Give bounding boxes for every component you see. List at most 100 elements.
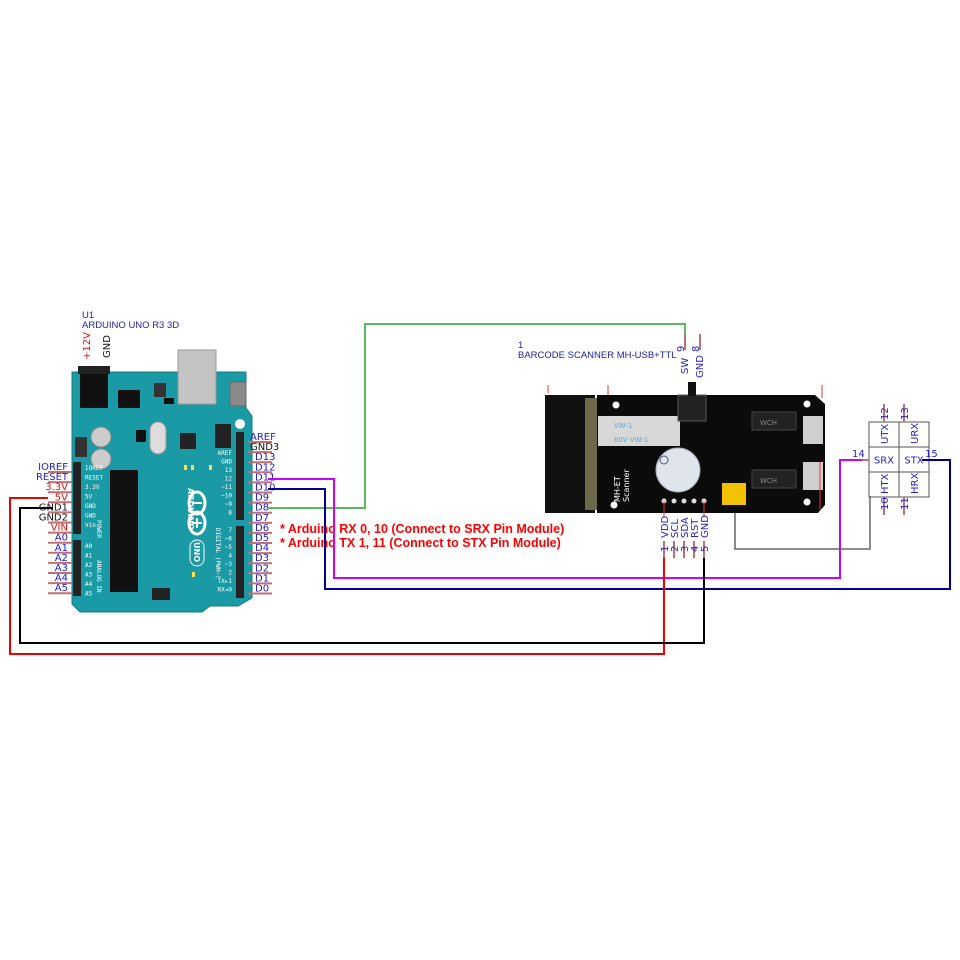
cell-hrx	[898, 471, 930, 498]
silk-analog-pin: A1	[85, 553, 93, 560]
atmega-chip	[110, 470, 138, 592]
analog-header	[73, 540, 81, 596]
silk-power-pin: IOREF	[85, 465, 103, 472]
arduino-uno-component[interactable]: U1 ARDUINO UNO R3 3D +12V GND	[36, 310, 279, 613]
pin-num-14: 14	[852, 449, 865, 460]
note-tx: * Arduino TX 1, 11 (Connect to STX Pin M…	[280, 536, 561, 550]
pin-label-d6: D6	[255, 523, 269, 534]
mount-hole	[235, 419, 245, 429]
micro-usb-1	[803, 416, 823, 444]
silk-analog-pin: A3	[85, 572, 93, 579]
silk-power-pin: 3.3V	[85, 484, 100, 491]
pin-label-d11: D11	[255, 472, 275, 483]
pin-label-vdd: VDD	[660, 515, 671, 538]
silk-digital-pin: ~9	[225, 501, 233, 508]
jumper	[722, 483, 746, 505]
pin-label-aref: AREF	[250, 432, 276, 443]
cell-stx	[898, 446, 930, 473]
reset-button	[229, 381, 247, 407]
pin-label-d10: D10	[255, 483, 275, 494]
pin-label-gnd2: GND2	[39, 513, 68, 524]
mount-hole	[803, 400, 811, 408]
wire-scanner-block[interactable]	[734, 496, 871, 550]
chip-label: WCH	[760, 477, 777, 485]
silk-analog-pin: A0	[85, 543, 93, 550]
pin-num-3: 3	[680, 546, 691, 552]
silk-analog-pin: A4	[85, 581, 93, 588]
pin-label-d4: D4	[255, 543, 269, 554]
scanner-silk-brand: MH-ET	[613, 476, 622, 502]
digital-header-bottom	[236, 526, 244, 598]
pin-num-15: 15	[925, 449, 938, 460]
led-tx	[191, 465, 194, 470]
pin-label-d9: D9	[255, 493, 269, 504]
silk-analog-pin: A5	[85, 591, 93, 598]
pin-num-2: 2	[670, 546, 681, 552]
mount-hole	[803, 498, 811, 506]
silk-digital-pin: ~3	[225, 561, 233, 568]
pin-num-10: 10	[880, 497, 891, 510]
pin-label-gnd3: GND3	[250, 442, 279, 453]
pin-label-a1: A1	[55, 543, 68, 554]
usb-chip	[180, 433, 196, 449]
scanner-switch	[677, 394, 707, 422]
regulator-chip	[118, 390, 140, 408]
pin-label-gnd: GND	[700, 515, 711, 538]
pin-label-gnd1: GND1	[39, 502, 68, 513]
pin-label-sda: SDA	[680, 517, 691, 538]
label-utx: UTX	[880, 424, 891, 444]
silk-power-pin: GND	[85, 513, 96, 520]
silk-power-pin: 5V	[85, 494, 93, 501]
label-hrx: HRX	[910, 473, 921, 494]
pin-label-d12: D12	[255, 462, 275, 473]
label-srx: SRX	[874, 456, 894, 467]
icsp-header-bottom	[152, 588, 170, 600]
led-on	[192, 572, 195, 577]
wire-5v-vdd[interactable]	[9, 497, 665, 655]
silk-power-pin: GND	[85, 503, 96, 510]
pin-label-rst: RST	[690, 518, 701, 538]
silk-digital-pin: ~6	[225, 536, 233, 543]
barcode-scanner-component[interactable]: 1 BARCODE SCANNER MH-USB+TTL 9 8 SW GND …	[518, 326, 825, 558]
cell-htx	[868, 471, 900, 498]
arduino-name: ARDUINO UNO R3 3D	[82, 320, 179, 331]
pin-num-12: 12	[880, 407, 891, 420]
silk-digital-pin: 12	[225, 476, 233, 483]
power-header	[73, 462, 81, 534]
ribbon-text-2: 60V VW-1	[614, 436, 648, 444]
silk-brand: ARDUINO	[186, 488, 195, 530]
arduino-logo-icon	[187, 490, 207, 536]
silk-digital-pin: ~5	[225, 544, 233, 551]
pin-label-scl: SCL	[670, 519, 681, 538]
pin-label-a3: A3	[55, 563, 68, 574]
pin-label-12v: +12V	[82, 332, 93, 360]
wire-d11-srx[interactable]	[268, 459, 862, 579]
silk-digital-pin: ~11	[221, 484, 232, 491]
pin-label-d13: D13	[255, 452, 275, 463]
wch-chip-1	[751, 411, 797, 431]
micro-usb-2	[803, 462, 823, 490]
smd-part	[164, 398, 174, 404]
pin-num-8: 8	[691, 346, 702, 352]
power-jack-top	[78, 366, 110, 374]
digital-header-top	[236, 432, 244, 520]
silk-digital-label: DIGITAL (PWM~)	[214, 528, 221, 579]
silk-analog-label: ANALOG IN	[95, 560, 102, 593]
capacitor	[90, 426, 112, 448]
capacitor	[90, 448, 112, 470]
switch-actuator	[688, 382, 696, 396]
mount-hole	[612, 401, 620, 409]
pin-label-ioref: IOREF	[38, 462, 68, 473]
pin-num-1: 1	[660, 546, 671, 552]
pin-label-a5: A5	[55, 583, 68, 594]
wire-d10-stx[interactable]	[268, 459, 951, 590]
buzzer	[655, 447, 701, 493]
silk-digital-pin: 4	[228, 553, 232, 560]
arduino-silk-labels: IOREFRESET3.3V5VGNDGNDVinA0A1A2A3A4A5ARE…	[85, 450, 232, 598]
wire-gnd1-gnd[interactable]	[19, 507, 705, 644]
wire-d8-sw[interactable]	[268, 323, 686, 509]
note-rx: * Arduino RX 0, 10 (Connect to SRX Pin M…	[280, 522, 564, 536]
silk-power-pin: RESET	[85, 475, 103, 482]
